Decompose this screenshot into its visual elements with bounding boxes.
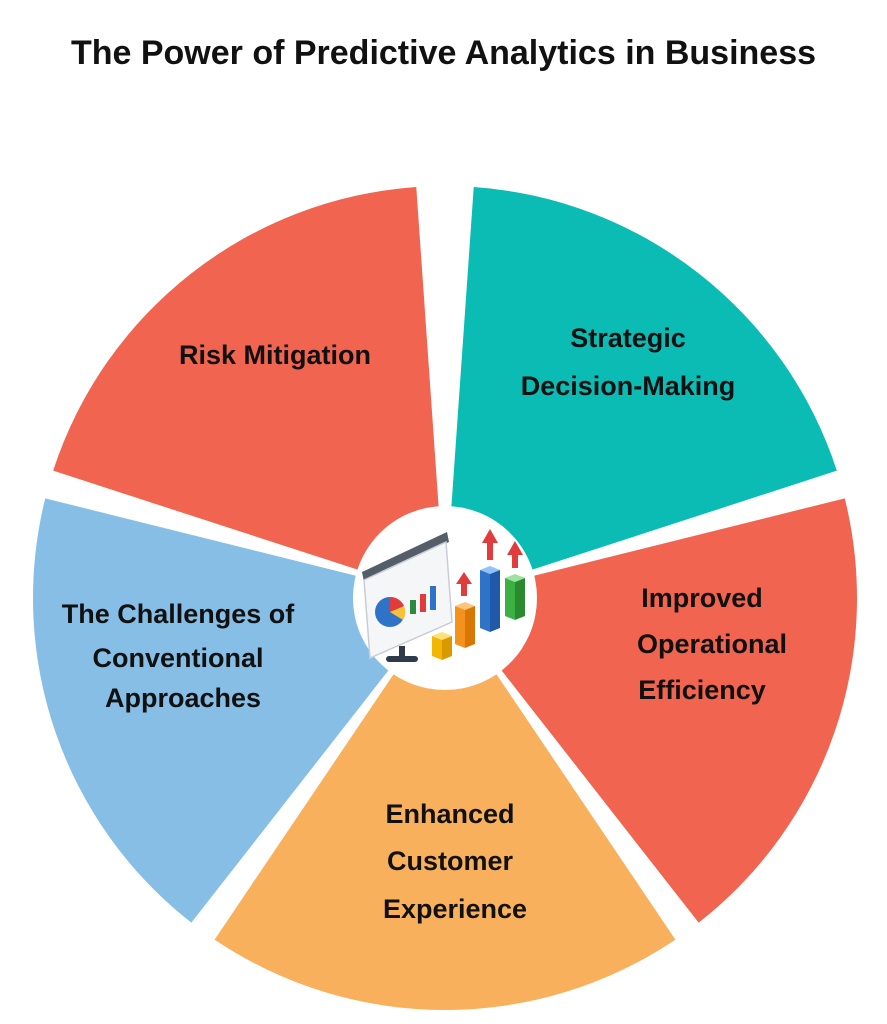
segment-label-line: Operational (637, 629, 787, 659)
segment-label-line: Approaches (105, 683, 261, 713)
bar-yellow (432, 632, 452, 660)
segment-label-line: Efficiency (638, 675, 766, 705)
presentation-chart-icon (362, 529, 525, 662)
segment-label-line: Conventional (92, 643, 263, 673)
segment-label-line: Strategic (570, 323, 686, 353)
segment-label-line: Customer (387, 846, 514, 876)
arrow-up-icon (482, 529, 498, 560)
segment-label-risk: Risk Mitigation (179, 340, 371, 370)
segment-label-line: Decision-Making (521, 371, 736, 401)
segment-label-line: Improved (641, 583, 763, 613)
segments-layer (33, 187, 857, 1011)
segment-label-line: Experience (383, 894, 527, 924)
page-title: The Power of Predictive Analytics in Bus… (70, 34, 817, 72)
segment-label-line: The Challenges of (62, 599, 296, 629)
bar-green (505, 574, 525, 620)
segment-label-line: Risk Mitigation (179, 340, 371, 370)
segment-label-line: Enhanced (385, 799, 514, 829)
arrow-up-icon (456, 572, 472, 596)
segment-challenges (33, 498, 412, 923)
bar-blue (480, 566, 500, 632)
arrow-up-icon (507, 541, 523, 568)
bar-orange (455, 602, 475, 648)
segment-risk (53, 187, 442, 582)
segment-customer (214, 643, 676, 1011)
segment-strategic (448, 187, 837, 582)
segment-operational (478, 498, 857, 923)
